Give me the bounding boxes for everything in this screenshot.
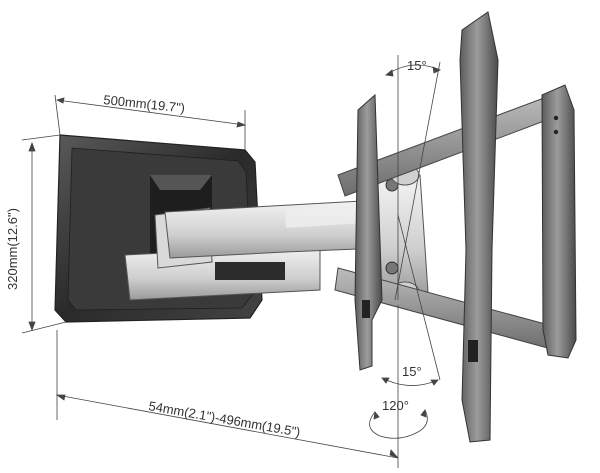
- tilt-down-label: 15°: [402, 364, 422, 379]
- height-dimension-label: 320mm(12.6"): [5, 208, 20, 290]
- width-dimension-label: 500mm(19.7"): [103, 92, 186, 115]
- tv-bracket-bars: [354, 11, 577, 443]
- articulating-arm: [124, 164, 429, 303]
- extension-dimension-label: 54mm(2.1")-496mm(19.5"): [147, 398, 301, 439]
- dimension-lines: [21, 55, 441, 468]
- tilt-up-label: 15°: [407, 58, 427, 73]
- swivel-label: 120°: [382, 398, 409, 413]
